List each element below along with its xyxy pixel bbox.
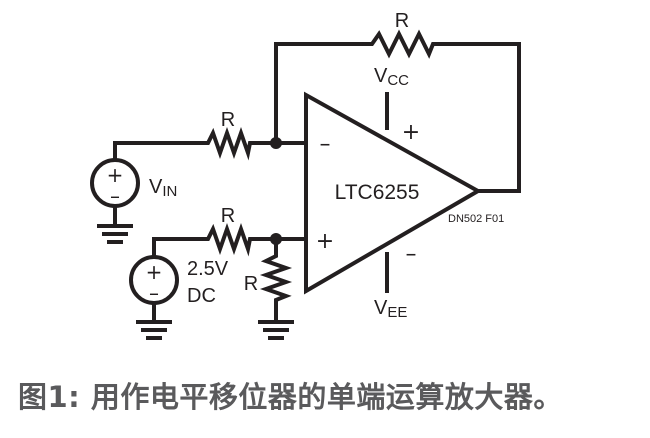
- bias-resistor-top: [202, 222, 254, 257]
- vee-pin-minus-sign: –: [406, 242, 417, 267]
- feedback-resistor: [362, 29, 442, 59]
- vin-source-plus: +: [107, 163, 124, 187]
- vin-source-minus: –: [110, 184, 120, 208]
- feedback-resistor-label: R: [395, 10, 409, 32]
- dc-source-plus: +: [146, 260, 163, 284]
- input-resistor-label: R: [221, 109, 235, 131]
- figure-id-label: DN502 F01: [448, 213, 504, 225]
- dc-source-minus: –: [149, 281, 159, 305]
- schematic-diagram: R LTC6255 – + + – VCC VEE DN502 F01 R + …: [90, 10, 521, 340]
- vcc-label-main: V: [374, 65, 388, 87]
- opamp-label: LTC6255: [335, 181, 420, 204]
- shunt-ground-symbol: [258, 302, 294, 340]
- dc-source-type: DC: [187, 285, 216, 307]
- dc-ground-symbol: [136, 301, 172, 340]
- vin-label: VIN: [149, 176, 177, 200]
- bias-resistor-shunt: [259, 250, 293, 306]
- feedback-path: [274, 42, 521, 193]
- inverting-node-junction: [270, 137, 282, 149]
- dc-source-value: 2.5V: [187, 258, 229, 280]
- vcc-label: VCC: [374, 65, 409, 89]
- inverting-input-sign: –: [320, 132, 331, 157]
- bias-resistor-shunt-label: R: [244, 273, 258, 295]
- opamp-triangle: [304, 91, 483, 295]
- vee-label-main: V: [374, 297, 388, 319]
- vee-label: VEE: [374, 297, 407, 321]
- bias-resistor-top-label: R: [221, 205, 235, 227]
- vee-label-sub: EE: [387, 304, 407, 321]
- noninverting-input-sign: +: [316, 229, 334, 254]
- noninverting-node-junction: [270, 233, 282, 245]
- vin-label-sub: IN: [162, 183, 177, 200]
- vin-label-main: V: [149, 176, 163, 198]
- vcc-pin-plus-sign: +: [402, 120, 420, 145]
- vcc-label-sub: CC: [387, 72, 409, 89]
- vin-ground-symbol: [97, 204, 133, 244]
- input-resistor: [202, 126, 254, 161]
- figure-caption: 图1: 用作电平移位器的单端运算放大器。: [18, 380, 563, 414]
